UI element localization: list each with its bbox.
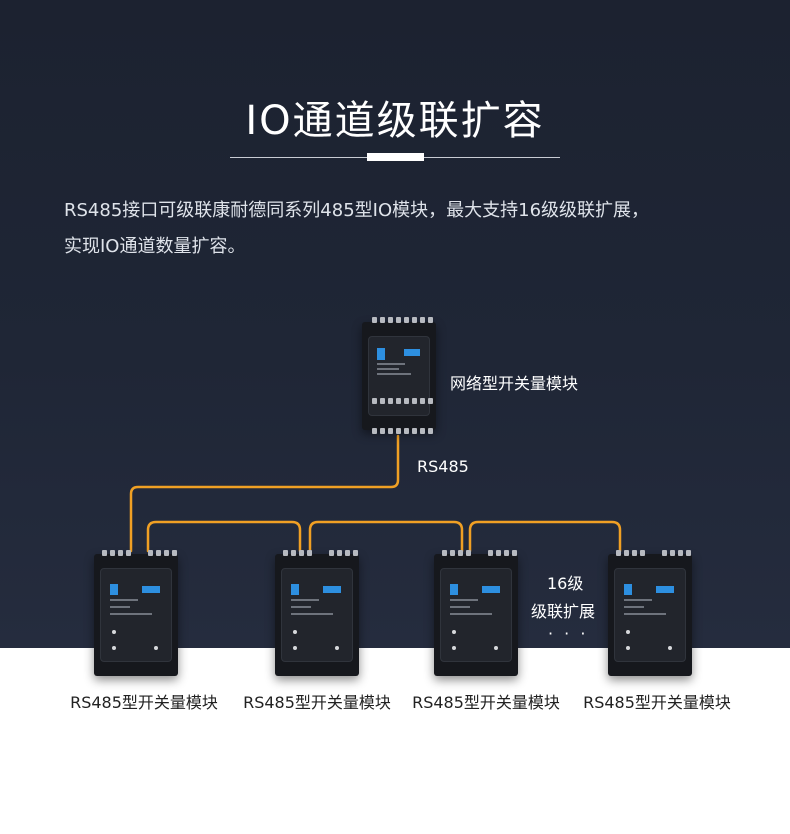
terminal-strip-top [442,550,471,556]
status-led [494,646,498,650]
label-strip [482,586,500,593]
spec-text [450,613,492,615]
terminal-strip-top [616,550,645,556]
brand-logo-icon [450,584,458,595]
description: RS485接口可级联康耐德同系列485型IO模块，最大支持16级级联扩展， 实现… [64,193,744,265]
status-led [335,646,339,650]
status-led [293,646,297,650]
spec-text [110,599,138,601]
chain-wire-3 [468,520,622,553]
chain-wire-2 [308,520,464,553]
label-strip [323,586,341,593]
bus-wire-master [129,434,400,553]
device-panel [281,568,353,662]
spec-text [377,363,405,365]
spec-text [110,613,152,615]
terminal-strip-top [283,550,312,556]
status-led [452,646,456,650]
terminal-strip-top [148,550,177,556]
master-network-module [362,317,436,434]
spec-text [291,613,333,615]
status-led [452,630,456,634]
slave-rs485-module-4 [608,550,692,676]
spec-text [110,606,130,608]
slave-rs485-module-3 [434,550,518,676]
master-module-label: 网络型开关量模块 [450,374,579,393]
spec-text [377,368,399,370]
spec-text [624,613,666,615]
rs485-bus-label: RS485 [417,457,469,476]
status-led [626,646,630,650]
spec-text [291,606,311,608]
terminal-strip-top [329,550,358,556]
cascade-count-label: 16级 [547,574,584,593]
slave-module-label-3: RS485型开关量模块 [412,693,560,712]
brand-logo-icon [377,348,385,360]
spec-text [450,599,478,601]
chain-wire-1 [146,520,302,553]
title-divider-accent [367,153,424,161]
terminal-strip-bottom [372,428,433,434]
brand-logo-icon [291,584,299,595]
slave-rs485-module-2 [275,550,359,676]
terminal-strip-top [102,550,131,556]
device-panel [100,568,172,662]
spec-text [624,606,644,608]
label-strip [656,586,674,593]
label-strip [404,349,420,356]
device-panel [614,568,686,662]
description-line-2: 实现IO通道数量扩容。 [64,236,246,257]
terminal-strip-mid [372,398,433,404]
cascade-extension-label: 级联扩展 [531,602,596,621]
status-led [154,646,158,650]
slave-module-label-1: RS485型开关量模块 [70,693,218,712]
terminal-strip-top [488,550,517,556]
spec-text [291,599,319,601]
description-line-1: RS485接口可级联康耐德同系列485型IO模块，最大支持16级级联扩展， [64,200,650,221]
status-led [293,630,297,634]
status-led [112,646,116,650]
terminal-strip-top [372,317,433,323]
ellipsis: · · · [548,624,589,643]
terminal-strip-top [662,550,691,556]
slave-rs485-module-1 [94,550,178,676]
brand-logo-icon [110,584,118,595]
spec-text [450,606,470,608]
spec-text [624,599,652,601]
status-led [668,646,672,650]
brand-logo-icon [624,584,632,595]
status-led [626,630,630,634]
spec-text [377,373,411,375]
slave-module-label-4: RS485型开关量模块 [583,693,731,712]
device-panel [440,568,512,662]
label-strip [142,586,160,593]
status-led [112,630,116,634]
slave-module-label-2: RS485型开关量模块 [243,693,391,712]
page-title: IO通道级联扩容 [245,98,545,144]
